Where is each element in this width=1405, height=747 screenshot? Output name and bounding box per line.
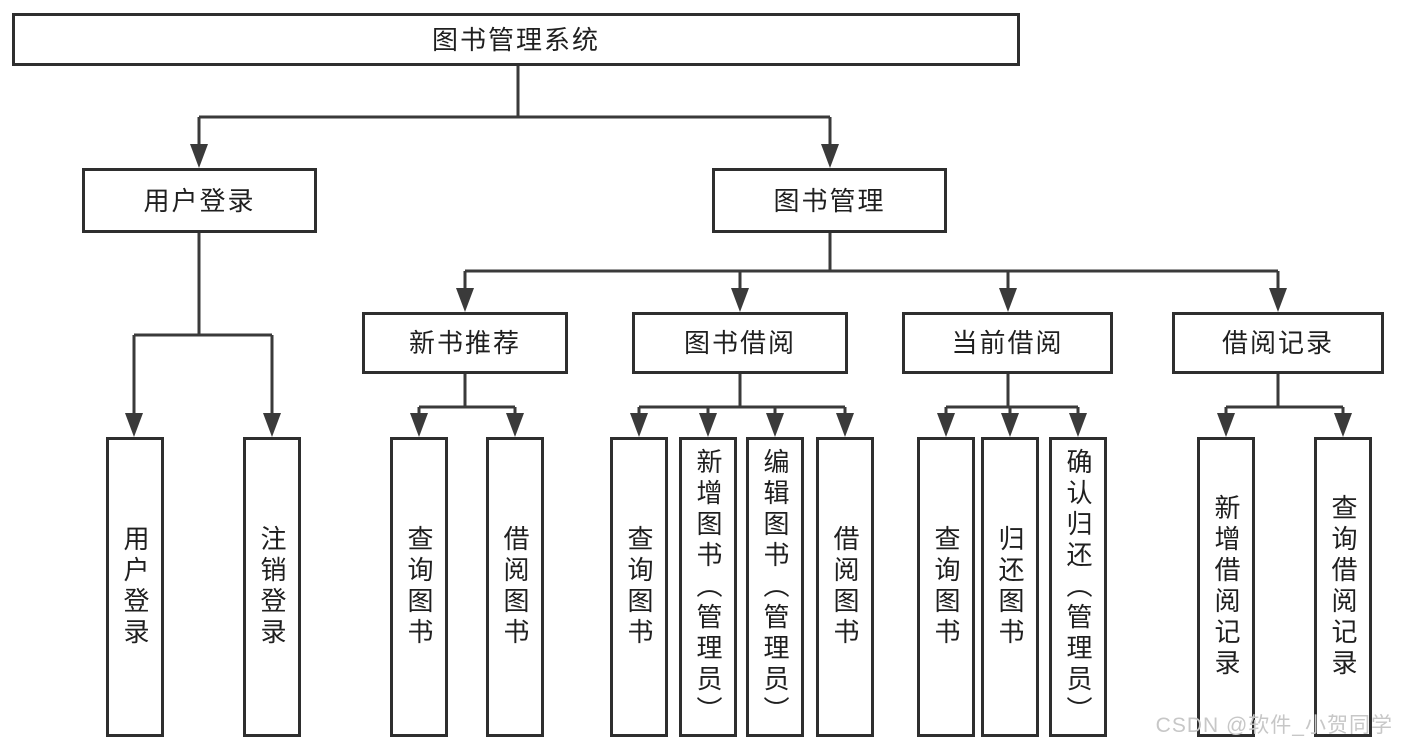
csdn-watermark: CSDN @软件_小贺同学 [1155,714,1393,737]
node-user-login-label: 用户登录 [143,185,256,216]
node-book-management-label: 图书管理 [773,185,886,216]
node-borrow-records: 借阅记录 [1172,312,1384,374]
node-leaf-query-books-current-label: 查询图书 [931,525,961,649]
node-leaf-return-books: 归还图书 [981,437,1039,737]
node-current-borrow: 当前借阅 [902,312,1113,374]
node-leaf-edit-books-admin-label: 编辑图书（管理员） [760,447,790,727]
node-leaf-borrow-books: 借阅图书 [816,437,874,737]
node-leaf-add-borrow-record-label: 新增借阅记录 [1211,494,1241,680]
node-leaf-query-books-recommend-label: 查询图书 [404,525,434,649]
node-leaf-borrow-books-recommend-label: 借阅图书 [500,525,530,649]
node-leaf-logout-label: 注销登录 [257,525,287,649]
node-leaf-borrow-books-recommend: 借阅图书 [486,437,544,737]
node-leaf-add-books-admin-label: 新增图书（管理员） [693,447,723,727]
node-borrow-records-label: 借阅记录 [1221,328,1334,358]
node-new-book-recommend: 新书推荐 [362,312,568,374]
node-book-borrow: 图书借阅 [632,312,848,374]
node-user-login: 用户登录 [82,168,317,233]
node-leaf-user-login: 用户登录 [106,437,164,737]
node-leaf-query-borrow-record: 查询借阅记录 [1314,437,1372,737]
node-leaf-query-books-current: 查询图书 [917,437,975,737]
node-leaf-query-books-borrow: 查询图书 [610,437,668,737]
node-root-system: 图书管理系统 [12,13,1020,66]
node-leaf-query-borrow-record-label: 查询借阅记录 [1328,494,1358,680]
node-leaf-confirm-return-admin-label: 确认归还（管理员） [1063,447,1093,727]
node-leaf-borrow-books-label: 借阅图书 [830,525,860,649]
node-leaf-query-books-borrow-label: 查询图书 [624,525,654,649]
node-root-label: 图书管理系统 [431,24,600,55]
node-leaf-logout: 注销登录 [243,437,301,737]
node-leaf-return-books-label: 归还图书 [995,525,1025,649]
node-new-book-recommend-label: 新书推荐 [408,328,521,358]
node-current-borrow-label: 当前借阅 [951,328,1064,358]
node-leaf-add-books-admin: 新增图书（管理员） [679,437,737,737]
node-leaf-confirm-return-admin: 确认归还（管理员） [1049,437,1107,737]
node-book-management: 图书管理 [712,168,947,233]
node-leaf-add-borrow-record: 新增借阅记录 [1197,437,1255,737]
node-leaf-edit-books-admin: 编辑图书（管理员） [746,437,804,737]
node-leaf-query-books-recommend: 查询图书 [390,437,448,737]
node-leaf-user-login-label: 用户登录 [120,525,150,649]
node-book-borrow-label: 图书借阅 [683,328,796,358]
